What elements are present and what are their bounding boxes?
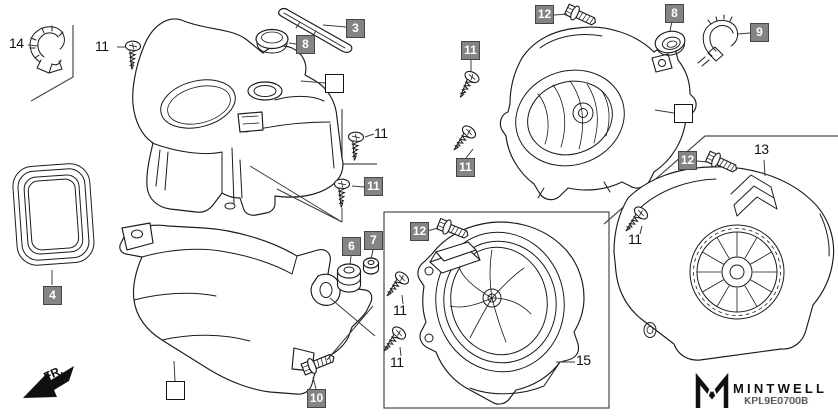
callout-11[interactable]: 11 (390, 354, 404, 370)
part-clamp-9 (697, 14, 739, 67)
part-gasket-4 (12, 163, 95, 266)
leader-lines (27, 13, 766, 390)
drawing-code: KPL9E0700B (744, 396, 809, 407)
callout-12[interactable]: 12 (535, 5, 554, 24)
callout-4[interactable]: 4 (43, 286, 62, 305)
callout-7[interactable]: 7 (364, 231, 383, 250)
callout-blank[interactable] (325, 74, 344, 93)
fr-direction-arrow: FR. (23, 363, 74, 398)
callout-11[interactable]: 11 (95, 38, 109, 54)
callout-11[interactable]: 11 (628, 231, 642, 247)
callout-10[interactable]: 10 (307, 389, 326, 408)
brand-name: MINTWELL (733, 381, 828, 396)
callout-8[interactable]: 8 (665, 4, 684, 23)
part-fan-cover-13 (613, 166, 835, 361)
part-fan-cover-top-right (499, 26, 697, 201)
part-grommet-6 (336, 263, 362, 293)
callout-11[interactable]: 11 (461, 41, 480, 60)
callout-3[interactable]: 3 (346, 19, 365, 38)
part-fan-cover-15 (417, 221, 585, 405)
mintwell-logo-icon (695, 372, 729, 409)
callout-9[interactable]: 9 (750, 23, 769, 42)
callout-blank[interactable] (166, 381, 185, 400)
part-lower-shroud (119, 222, 373, 395)
part-tank-shroud (132, 18, 344, 216)
part-cap-8-right (654, 30, 686, 56)
callout-11[interactable]: 11 (393, 302, 407, 318)
part-cap-8-left (255, 28, 289, 54)
part-grommet-7 (362, 257, 380, 275)
callout-14[interactable]: 14 (9, 35, 24, 51)
callout-8[interactable]: 8 (296, 35, 315, 54)
callout-11[interactable]: 11 (374, 125, 388, 141)
callout-blank[interactable] (674, 104, 693, 123)
callout-13[interactable]: 13 (754, 141, 769, 157)
callout-6[interactable]: 6 (342, 237, 361, 256)
callout-11[interactable]: 11 (364, 177, 383, 196)
callout-12[interactable]: 12 (678, 151, 697, 170)
callout-12[interactable]: 12 (410, 222, 429, 241)
callout-11[interactable]: 11 (456, 158, 475, 177)
part-hose-clip-14 (29, 25, 65, 74)
callout-15[interactable]: 15 (576, 352, 591, 368)
part-strip-3 (278, 7, 353, 53)
